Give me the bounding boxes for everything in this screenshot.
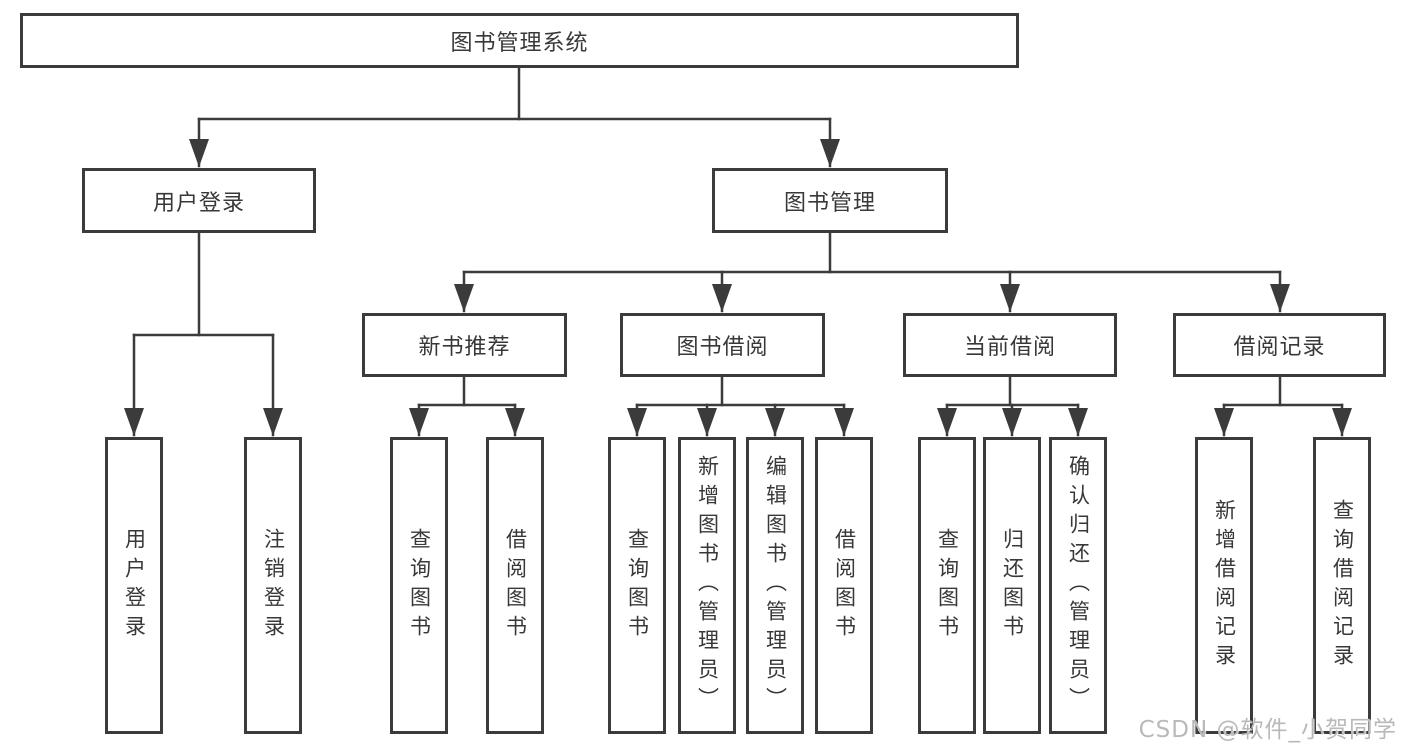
book-borrow-box: 图书借阅 bbox=[620, 313, 825, 377]
leaf-borrow-books: 借阅图书 bbox=[815, 437, 873, 734]
new-book-recommend-box: 新书推荐 bbox=[362, 313, 567, 377]
leaf-borrow-books-recommend: 借阅图书 bbox=[486, 437, 544, 734]
leaf-query-books-recommend: 查询图书 bbox=[390, 437, 448, 734]
user-login-box: 用户登录 bbox=[82, 168, 316, 233]
leaf-confirm-return-admin: 确认归还（管理员） bbox=[1049, 437, 1107, 734]
book-management-box: 图书管理 bbox=[712, 168, 948, 233]
root-box: 图书管理系统 bbox=[20, 13, 1019, 68]
borrow-record-box: 借阅记录 bbox=[1173, 313, 1386, 377]
leaf-query-borrow-record: 查询借阅记录 bbox=[1313, 437, 1371, 734]
leaf-edit-books-admin: 编辑图书（管理员） bbox=[746, 437, 804, 734]
leaf-return-books: 归还图书 bbox=[983, 437, 1041, 734]
leaf-add-books-admin: 新增图书（管理员） bbox=[678, 437, 736, 734]
leaf-query-books-current: 查询图书 bbox=[918, 437, 976, 734]
current-borrow-box: 当前借阅 bbox=[903, 313, 1117, 377]
leaf-query-books-borrow: 查询图书 bbox=[608, 437, 666, 734]
leaf-user-login: 用户登录 bbox=[105, 437, 163, 734]
leaf-add-borrow-record: 新增借阅记录 bbox=[1195, 437, 1253, 734]
leaf-logout: 注销登录 bbox=[244, 437, 302, 734]
